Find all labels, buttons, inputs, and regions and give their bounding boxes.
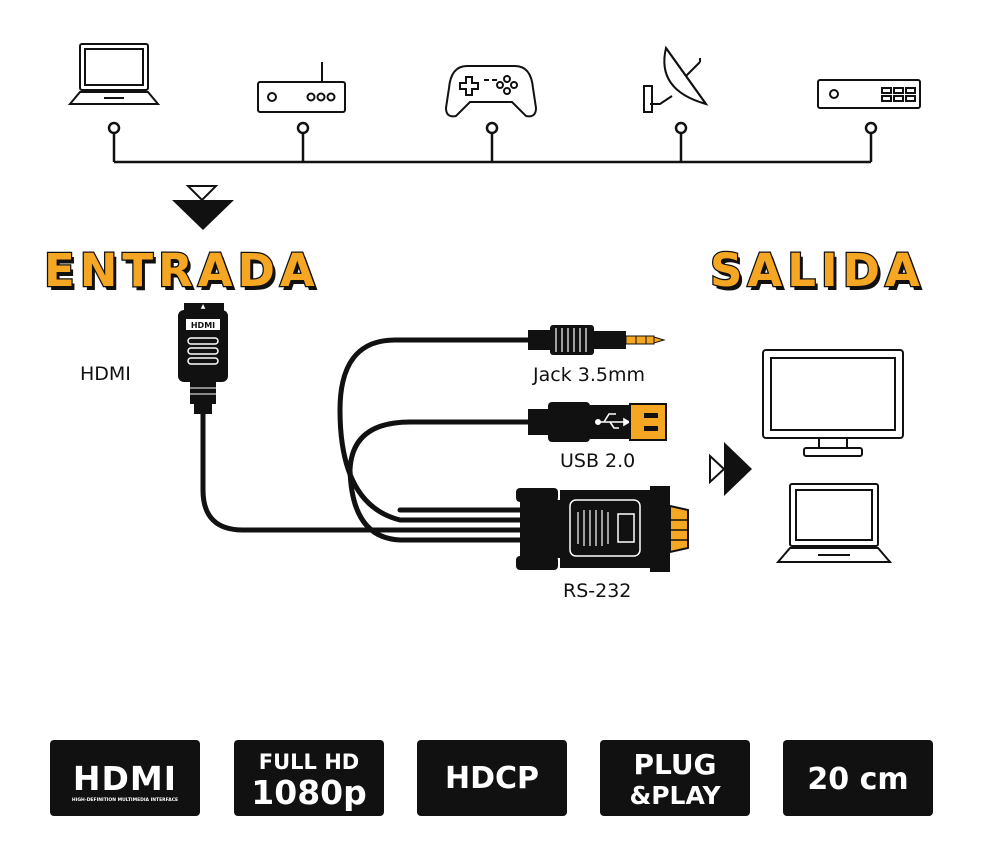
hdmi-tagline: HIGH-DEFINITION MULTIMEDIA INTERFACE: [72, 797, 178, 803]
fullhd-badge: FULL HD 1080p: [234, 740, 384, 816]
hdmi-plug-mark: HDMI: [191, 321, 215, 330]
output-heading-shadow: SALIDA: [713, 248, 928, 301]
hdmi-logo: HDMI: [73, 759, 177, 798]
input-arrow-icon: [172, 185, 234, 230]
output-heading: SALIDA: [710, 244, 925, 297]
rs232-label: RS-232: [563, 580, 631, 602]
source-bus: [107, 121, 878, 164]
laptop-icon: [775, 483, 893, 563]
output-arrow-icon: [709, 442, 752, 496]
svg-text:▲: ▲: [201, 303, 206, 310]
plug-play-badge: PLUG &PLAY: [600, 740, 750, 816]
monitor-icon: [762, 349, 904, 457]
usb-icon: [594, 413, 631, 429]
jack-connector: [528, 325, 666, 355]
hdcp-badge: HDCP: [417, 740, 567, 816]
source-devices: [67, 43, 921, 118]
gamepad-icon: [444, 65, 538, 118]
usb-label: USB 2.0: [560, 450, 635, 472]
cable-bundle: [200, 337, 531, 543]
router-icon: [257, 62, 346, 113]
hdmi-plug: ▲ HDMI: [178, 303, 228, 414]
hdmi-label: HDMI: [80, 363, 131, 385]
hdmi-badge: HDMI HIGH-DEFINITION MULTIMEDIA INTERFAC…: [50, 740, 200, 816]
input-heading-shadow: ENTRADA: [47, 248, 323, 301]
fullhd-line1: FULL HD: [259, 750, 359, 774]
feature-badges: HDMI HIGH-DEFINITION MULTIMEDIA INTERFAC…: [50, 740, 933, 816]
jack-label: Jack 3.5mm: [532, 364, 645, 386]
input-heading: ENTRADA: [44, 244, 320, 297]
length-badge: 20 cm: [783, 740, 933, 816]
hdcp-label: HDCP: [445, 761, 539, 796]
satellite-dish-icon: [643, 45, 709, 113]
laptop-icon: [67, 43, 161, 105]
rs232-connector: [516, 486, 689, 572]
usb-connector: [528, 402, 667, 442]
plug-line1: PLUG: [633, 748, 716, 781]
output-devices: [762, 349, 904, 563]
fullhd-line2: 1080p: [251, 773, 366, 812]
set-top-box-icon: [817, 79, 921, 109]
length-label: 20 cm: [807, 762, 908, 797]
plug-line2: &PLAY: [629, 781, 721, 810]
